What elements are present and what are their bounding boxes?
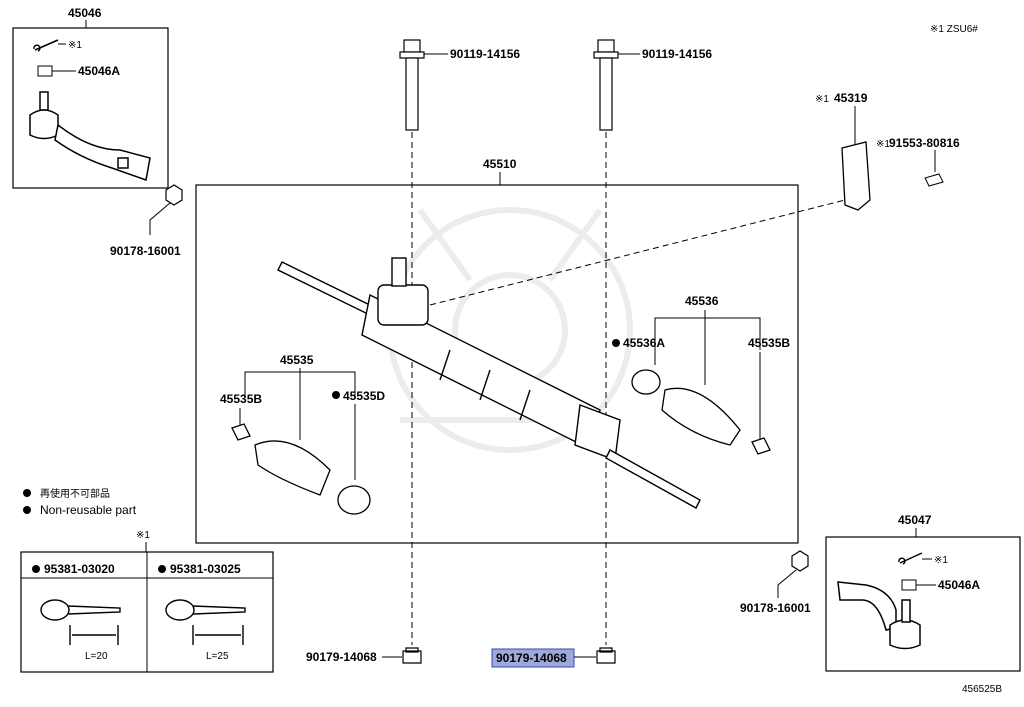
cotter-table-ref: ※1	[136, 530, 150, 541]
part-45047-label[interactable]: 45047	[898, 513, 932, 527]
part-45046-label[interactable]: 45046	[68, 6, 102, 20]
cotter-length-2: L=25	[206, 651, 229, 662]
cotter-pin-table: ※1 95381-03020 95381-03025 L=20 L=25	[20, 530, 274, 673]
part-91553-80816-label[interactable]: 91553-80816	[889, 136, 960, 150]
boot-icon	[231, 423, 371, 515]
bracket-bolt-ref: ※1	[876, 139, 890, 150]
part-45535b-right-label[interactable]: 45535B	[748, 336, 790, 350]
non-reusable-dot	[612, 339, 620, 347]
part-45535-label[interactable]: 45535	[280, 353, 314, 367]
bolt-right-group: 90119-14156	[593, 39, 712, 645]
tie-rod-end-icon	[837, 581, 921, 650]
tie-rod-end-icon	[29, 91, 151, 182]
cotter-ref-lh: ※1	[68, 40, 82, 51]
highlight-box	[491, 648, 575, 668]
flange-nut-icon	[596, 647, 616, 664]
bracket-icon	[841, 141, 871, 211]
part-45510-label[interactable]: 45510	[483, 157, 517, 171]
tie-rod-end-lh-group: 45046 ※1 45046A	[12, 6, 169, 189]
cotter-part-2-label[interactable]: 95381-03025	[170, 562, 241, 576]
hex-nut-icon	[791, 550, 809, 572]
flange-nut-icon	[402, 647, 422, 664]
part-45046a-rh-label[interactable]: 45046A	[938, 578, 980, 592]
rack-assembly-group: 45510	[195, 157, 799, 544]
part-90119-14156-left-label[interactable]: 90119-14156	[450, 47, 520, 61]
legend-jp: 再使用不可部品	[40, 487, 110, 500]
cotter-pin-icon	[898, 552, 923, 565]
cotter-pin-icon	[40, 599, 121, 645]
cotter-pin-icon	[33, 39, 59, 52]
bracket-ref: ※1	[815, 94, 829, 105]
part-45535d-label[interactable]: 45535D	[343, 389, 385, 403]
part-90178-16001-right-label[interactable]: 90178-16001	[740, 601, 811, 615]
part-45536-label[interactable]: 45536	[685, 294, 719, 308]
nut-bottom-left: 90179-14068	[306, 647, 422, 664]
part-90179-14068-left-label[interactable]: 90179-14068	[306, 650, 377, 664]
flange-bolt-icon	[593, 39, 619, 131]
small-bolt-icon	[924, 173, 944, 187]
hex-nut-icon	[165, 184, 183, 206]
part-45046a-label[interactable]: 45046A	[78, 64, 120, 78]
note-top-right: ※1 ZSU6#	[930, 24, 978, 35]
castle-nut-icon	[901, 579, 917, 591]
part-45319-label[interactable]: 45319	[834, 91, 868, 105]
flange-bolt-icon	[399, 39, 425, 131]
nut-bottom-highlight: 90179-14068	[491, 647, 616, 668]
boot-kit-left-group: 45535 45535B 45535D	[220, 353, 385, 515]
tie-rod-end-rh-group: 45047 ※1 45046A	[825, 513, 1021, 672]
diagram-code: 456525B	[962, 684, 1002, 695]
cotter-length-1: L=20	[85, 651, 108, 662]
part-90178-16001-left-label[interactable]: 90178-16001	[110, 244, 181, 258]
castle-nut-icon	[37, 65, 53, 77]
boot-icon	[631, 369, 771, 455]
cotter-pin-icon	[165, 599, 246, 645]
part-90119-14156-right-label[interactable]: 90119-14156	[642, 47, 712, 61]
non-reusable-dot	[332, 391, 340, 399]
boot-kit-right-group: 45536 45536A 45535B	[612, 294, 790, 455]
nut-90178-left: 90178-16001	[110, 184, 183, 258]
legend-en: Non-reusable part	[40, 503, 137, 517]
cotter-ref-rh: ※1	[934, 555, 948, 566]
cotter-part-1-label[interactable]: 95381-03020	[44, 562, 115, 576]
bracket-group: ※1 45319 ※1 91553-80816	[429, 91, 960, 306]
steering-rack-icon	[277, 257, 701, 509]
part-45535b-left-label[interactable]: 45535B	[220, 392, 262, 406]
part-90179-14068-highlight-label[interactable]: 90179-14068	[496, 651, 567, 665]
part-45536a-label[interactable]: 45536A	[623, 336, 665, 350]
nut-90178-right: 90178-16001	[740, 550, 811, 615]
bolt-left-group: 90119-14156	[399, 39, 520, 645]
legend: 再使用不可部品 Non-reusable part	[23, 487, 137, 517]
